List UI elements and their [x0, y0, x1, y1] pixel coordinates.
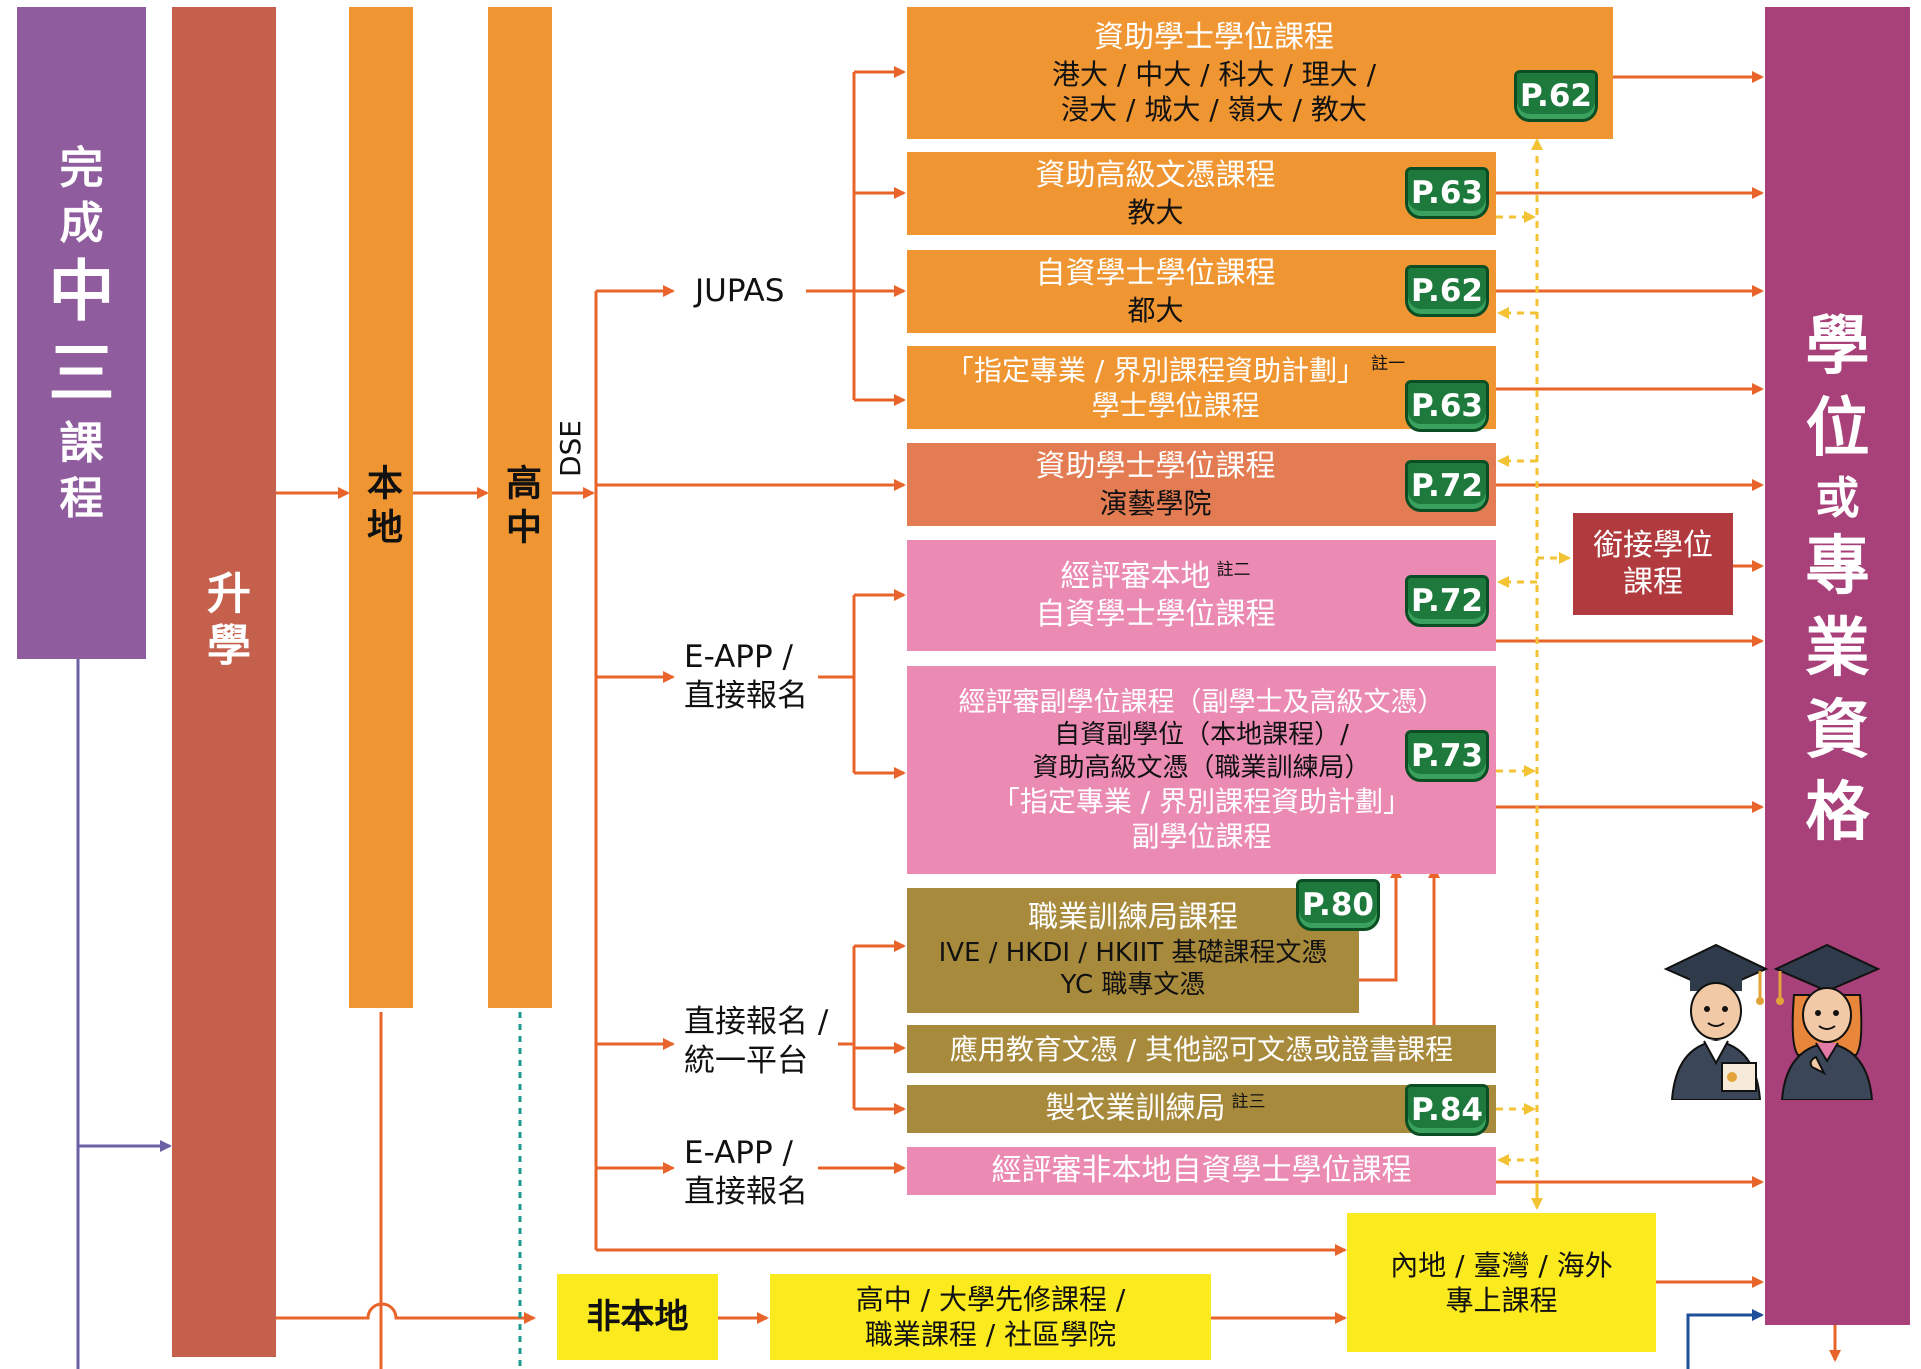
accredited-local-line2: 自資學士學位課程	[1035, 596, 1276, 632]
funded-hd-title: 資助高級文憑課程	[1035, 158, 1276, 194]
direct-unified-line2: 統一平台	[684, 1042, 808, 1079]
book-badge-icon: P.72	[1405, 575, 1489, 627]
senior-secondary-label: 高中	[500, 463, 541, 552]
vtc-title: 職業訓練局課程	[1028, 900, 1238, 936]
funded-degree-line3: 浸大 / 城大 / 嶺大 / 教大	[1061, 92, 1367, 126]
book-badge-icon: P.73	[1405, 730, 1489, 782]
eapp-route-2-line1: E-APP /	[684, 1135, 793, 1171]
graduate-female-icon	[1773, 943, 1881, 1100]
applied-education-box: 應用教育文憑 / 其他認可文憑或證書課程	[907, 1025, 1496, 1073]
articulation-line2: 課程	[1623, 565, 1683, 600]
book-badge-icon: P.62	[1405, 265, 1489, 317]
clothing-note: 註三	[1231, 1092, 1266, 1113]
s3-char-1: 完	[59, 142, 104, 194]
s3-char-5: 課	[59, 417, 104, 469]
sub-degree-line5: 副學位課程	[1131, 820, 1272, 854]
book-badge-icon: P.63	[1405, 167, 1489, 219]
accredited-local-degree-box: 經評審本地註二 自資學士學位課程	[907, 540, 1496, 651]
ssspd-degree-box: 「指定專業 / 界別課程資助計劃」註一 學士學位課程	[907, 346, 1496, 429]
eapp-route-2: E-APP / 直接報名	[684, 1134, 808, 1212]
book-badge-icon: P.84	[1405, 1084, 1489, 1136]
outcome-char-6: 資	[1805, 693, 1870, 768]
accredited-local-note: 註二	[1216, 560, 1251, 580]
non-local-degree-title: 經評審非本地自資學士學位課程	[991, 1153, 1412, 1189]
self-financed-degree-line2: 都大	[1127, 293, 1184, 327]
self-financed-degree-box: 自資學士學位課程 都大	[907, 250, 1496, 333]
book-badge-icon: P.80	[1296, 879, 1380, 931]
s3-char-3: 中	[48, 252, 115, 330]
direct-unified-route: 直接報名 / 統一平台	[684, 1003, 828, 1081]
sub-degree-box: 經評審副學位課程（副學士及高級文憑） 自資副學位（本地課程）/ 資助高級文憑（職…	[907, 666, 1496, 874]
graduate-male-icon	[1663, 943, 1769, 1100]
book-badge-icon: P.63	[1405, 380, 1489, 432]
foundation-box: 高中 / 大學先修課程 / 職業課程 / 社區學院	[770, 1274, 1211, 1360]
dse-label: DSE	[554, 420, 587, 478]
funded-degree-title: 資助學士學位課程	[1094, 20, 1334, 56]
foundation-line1: 高中 / 大學先修課程 /	[855, 1283, 1126, 1316]
self-financed-degree-title: 自資學士學位課程	[1035, 256, 1276, 292]
sub-degree-line4: 「指定專業 / 界別課程資助計劃」	[991, 785, 1412, 819]
accredited-local-title-row: 經評審本地註二	[1061, 558, 1251, 596]
mainland-overseas-box: 內地 / 臺灣 / 海外 專上課程	[1347, 1213, 1656, 1352]
further-studies-label: 升學	[199, 570, 250, 674]
outcome-char-1: 學	[1805, 310, 1870, 384]
ssspd-degree-line2: 學士學位課程	[1091, 388, 1260, 422]
funded-hd-line2: 教大	[1127, 195, 1184, 229]
outcome-char-7: 格	[1805, 775, 1870, 850]
local-bar: 本地	[349, 7, 413, 1008]
sub-degree-line3: 資助高級文憑（職業訓練局）	[1032, 752, 1371, 783]
vtc-box: 職業訓練局課程 IVE / HKDI / HKIIT 基礎課程文憑 YC 職專文…	[907, 888, 1359, 1013]
non-local-box: 非本地	[557, 1274, 718, 1360]
ssspd-degree-title: 「指定專業 / 界別課程資助計劃」	[945, 353, 1366, 387]
funded-degree-box: 資助學士學位課程 港大 / 中大 / 科大 / 理大 / 浸大 / 城大 / 嶺…	[907, 7, 1613, 139]
outcome-char-5: 業	[1805, 612, 1870, 687]
outcome-char-4: 專	[1805, 530, 1870, 605]
non-local-label: 非本地	[586, 1296, 689, 1337]
clothing-title: 製衣業訓練局	[1045, 1091, 1226, 1127]
clothing-title-row: 製衣業訓練局註三	[1046, 1090, 1266, 1128]
local-label: 本地	[361, 463, 402, 552]
s3-char-4: 三	[48, 335, 115, 412]
applied-education-title: 應用教育文憑 / 其他認可文憑或證書課程	[949, 1032, 1454, 1066]
jupas-label: JUPAS	[695, 273, 785, 309]
eapp-route-1-line1: E-APP /	[684, 639, 793, 675]
s3-char-2: 成	[59, 197, 104, 249]
articulation-line1: 銜接學位	[1593, 527, 1713, 563]
apa-degree-box: 資助學士學位課程 演藝學院	[907, 443, 1496, 526]
ssspd-degree-title-row: 「指定專業 / 界別課程資助計劃」註一	[946, 353, 1405, 388]
articulation-box: 銜接學位 課程	[1573, 513, 1733, 615]
outcome-char-2: 位	[1805, 391, 1870, 466]
apa-degree-line2: 演藝學院	[1099, 486, 1212, 520]
book-badge-icon: P.72	[1405, 460, 1489, 512]
eapp-route-1-line2: 直接報名	[684, 677, 808, 714]
further-studies-bar: 升學	[172, 7, 276, 1357]
ssspd-note: 註一	[1371, 354, 1406, 375]
s3-completion-bar: 完 成 中 三 課 程	[17, 7, 146, 659]
eapp-route-1: E-APP / 直接報名	[684, 638, 808, 716]
accredited-local-title: 經評審本地	[1060, 559, 1211, 594]
mainland-line2: 專上課程	[1445, 1283, 1558, 1317]
outcome-bar: 學 位 或 專 業 資 格	[1765, 7, 1910, 1325]
mainland-line1: 內地 / 臺灣 / 海外	[1390, 1248, 1613, 1282]
outcome-char-3: 或	[1815, 472, 1860, 524]
funded-degree-line2: 港大 / 中大 / 科大 / 理大 /	[1051, 57, 1377, 91]
senior-secondary-bar: 高中	[488, 7, 552, 1008]
book-badge-icon: P.62	[1514, 70, 1598, 122]
vtc-line3: YC 職專文憑	[1060, 970, 1206, 1001]
s3-char-6: 程	[59, 472, 104, 524]
funded-hd-box: 資助高級文憑課程 教大	[907, 152, 1496, 235]
eapp-route-2-line2: 直接報名	[684, 1173, 808, 1210]
clothing-box: 製衣業訓練局註三	[907, 1085, 1496, 1133]
non-local-degree-box: 經評審非本地自資學士學位課程	[907, 1147, 1496, 1195]
direct-unified-line1: 直接報名 /	[684, 1004, 829, 1040]
sub-degree-line2: 自資副學位（本地課程）/	[1054, 720, 1349, 751]
sub-degree-title: 經評審副學位課程（副學士及高級文憑）	[958, 686, 1445, 718]
foundation-line2: 職業課程 / 社區學院	[864, 1318, 1117, 1351]
vtc-line2: IVE / HKDI / HKIIT 基礎課程文憑	[938, 937, 1328, 968]
apa-degree-title: 資助學士學位課程	[1035, 449, 1276, 485]
